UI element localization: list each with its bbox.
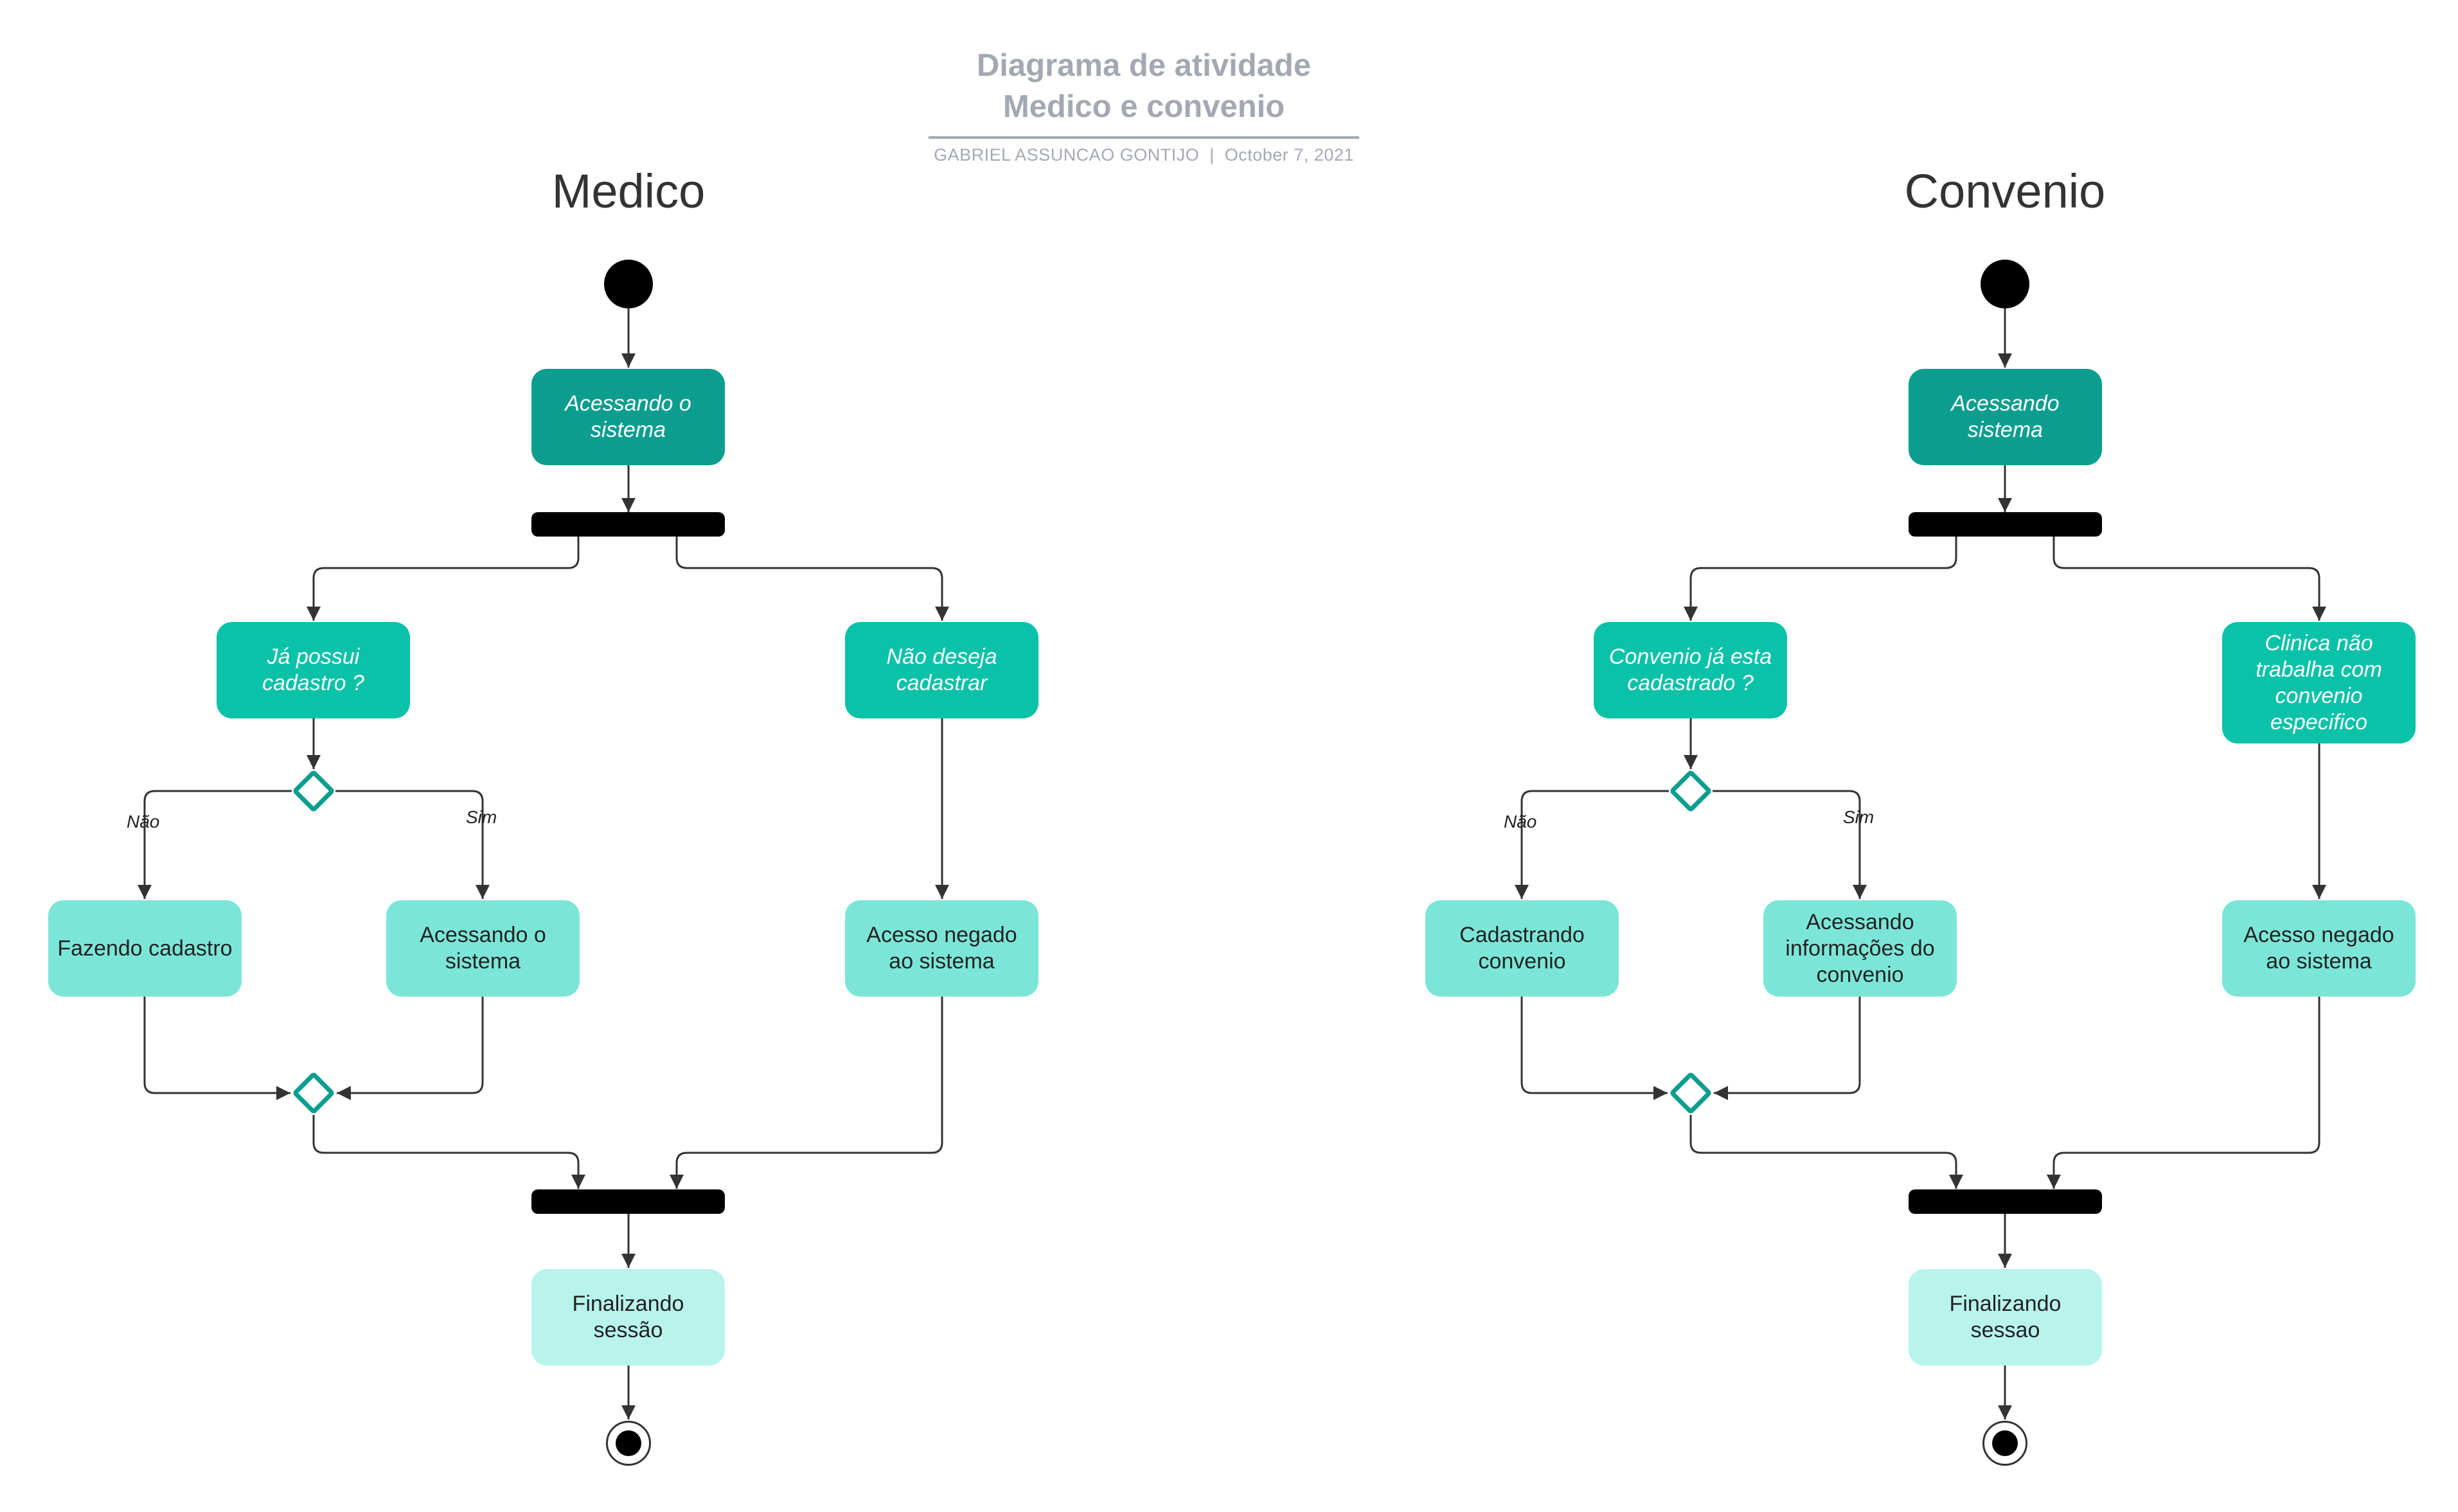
final-node-core <box>616 1430 641 1456</box>
action-finalizando-sessao[interactable]: Finalizando sessão <box>531 1269 725 1365</box>
action-acesso-negado[interactable]: Acesso negado ao sistema <box>845 900 1038 997</box>
initial-node-medico[interactable] <box>604 260 653 308</box>
document-title-line1: Diagrama de atividade <box>976 48 1312 83</box>
edge-denied-to-join <box>670 997 943 1189</box>
action-fazendo-cadastro[interactable]: Fazendo cadastro <box>48 900 242 997</box>
final-node-core <box>1992 1430 2018 1456</box>
action-clinica-nao-trabalha[interactable]: Clinica não trabalha com convenio especi… <box>2222 622 2416 743</box>
edge-merge-to-join <box>312 1115 585 1189</box>
final-node-convenio[interactable] <box>1982 1421 2027 1466</box>
title-divider <box>929 136 1359 139</box>
edge-c-denied-to-join <box>2047 997 2320 1189</box>
lane-title-medico: Medico <box>551 165 706 218</box>
final-node-medico[interactable] <box>606 1421 651 1466</box>
action-acessando-sistema[interactable]: Acessando sistema <box>1909 369 2102 465</box>
fork-bar-convenio[interactable] <box>1909 512 2102 537</box>
action-acessando-informacoes[interactable]: Acessando informações do convenio <box>1763 900 1957 997</box>
edge-fork-to-decline <box>675 536 949 621</box>
edge-c-decision-to-access <box>1713 790 1867 899</box>
join-bar-convenio[interactable] <box>1909 1189 2102 1214</box>
action-acessando-o-sistema[interactable]: Acessando o sistema <box>531 369 725 465</box>
edge-c-merge-to-join <box>1689 1115 1963 1189</box>
join-bar-medico[interactable] <box>531 1189 725 1214</box>
edge-register-to-merge <box>143 997 290 1100</box>
document-meta: GABRIEL ASSUNCAO GONTIJO | October 7, 20… <box>868 145 1420 165</box>
document-date: October 7, 2021 <box>1224 145 1354 165</box>
action-acesso-negado[interactable]: Acesso negado ao sistema <box>2222 900 2416 997</box>
action-ja-possui-cadastro[interactable]: Já possui cadastro ? <box>217 622 410 718</box>
edge-c-decision-to-register <box>1515 790 1669 899</box>
edge-c-access-to-merge <box>1714 997 1861 1100</box>
author-name: GABRIEL ASSUNCAO GONTIJO <box>934 145 1200 165</box>
guard-label-sim: Sim <box>466 807 497 827</box>
edge-decision-to-register <box>138 790 292 899</box>
edge-c-fork-to-decline <box>2053 536 2326 621</box>
action-finalizando-sessao[interactable]: Finalizando sessao <box>1909 1269 2102 1365</box>
document-header: Diagrama de atividade Medico e convenio … <box>868 45 1420 165</box>
edge-decision-to-access <box>335 790 490 899</box>
meta-separator: | <box>1209 145 1215 165</box>
edge-c-fork-to-question <box>1684 536 1957 621</box>
action-acessando-o-sistema-2[interactable]: Acessando o sistema <box>386 900 580 997</box>
lane-title-convenio: Convenio <box>1904 165 2106 218</box>
fork-bar-medico[interactable] <box>531 512 725 537</box>
guard-label-sim: Sim <box>1843 807 1875 827</box>
document-title-line2: Medico e convenio <box>1002 89 1285 124</box>
guard-label-nao: Não <box>127 812 160 832</box>
edge-access-to-merge <box>337 997 484 1100</box>
initial-node-convenio[interactable] <box>1981 260 2029 308</box>
action-cadastrando-convenio[interactable]: Cadastrando convenio <box>1425 900 1619 997</box>
edge-fork-to-question <box>307 536 580 621</box>
action-nao-deseja-cadastrar[interactable]: Não deseja cadastrar <box>845 622 1038 718</box>
guard-label-nao: Não <box>1504 812 1537 832</box>
action-convenio-ja-esta-cadastrado[interactable]: Convenio já esta cadastrado ? <box>1594 622 1787 718</box>
edge-c-register-to-merge <box>1520 997 1668 1100</box>
